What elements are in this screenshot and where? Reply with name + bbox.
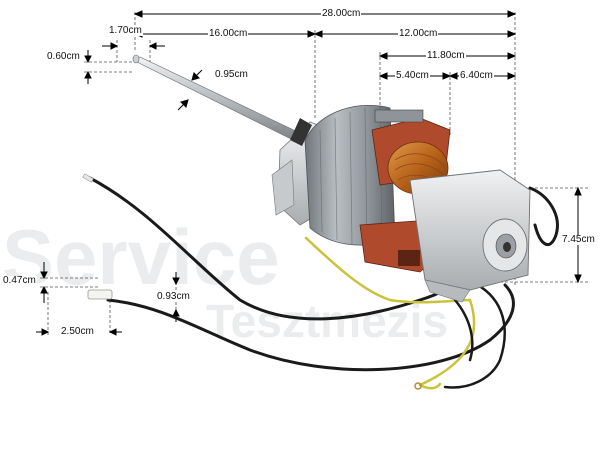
- dim-wire-diameter: 0.93cm: [156, 291, 191, 302]
- rear-housing: [409, 169, 531, 303]
- dim-body-length: 12.00cm: [398, 28, 439, 39]
- dim-body-front-part: 5.40cm: [395, 70, 430, 81]
- dim-connector-width: 0.47cm: [2, 275, 37, 286]
- dim-total-length: 28.00cm: [321, 8, 362, 19]
- watermark-service: Service: [2, 213, 280, 301]
- dim-shaft-length: 16.00cm: [208, 28, 249, 39]
- motor-shaft: [132, 54, 301, 141]
- dim-shaft-tip-diameter: 0.60cm: [46, 51, 81, 62]
- wire-connector: [87, 289, 113, 300]
- dim-shaft-tip: 1.70cm: [108, 25, 143, 36]
- dim-body-inner-length: 11.80cm: [426, 50, 466, 61]
- dim-shaft-diameter: 0.95cm: [214, 69, 249, 80]
- dim-connector-length: 2.50cm: [60, 326, 95, 337]
- wires: [88, 176, 559, 390]
- dim-body-rear-part: 6.40cm: [459, 70, 494, 81]
- dim-body-height: 7.45cm: [561, 234, 596, 245]
